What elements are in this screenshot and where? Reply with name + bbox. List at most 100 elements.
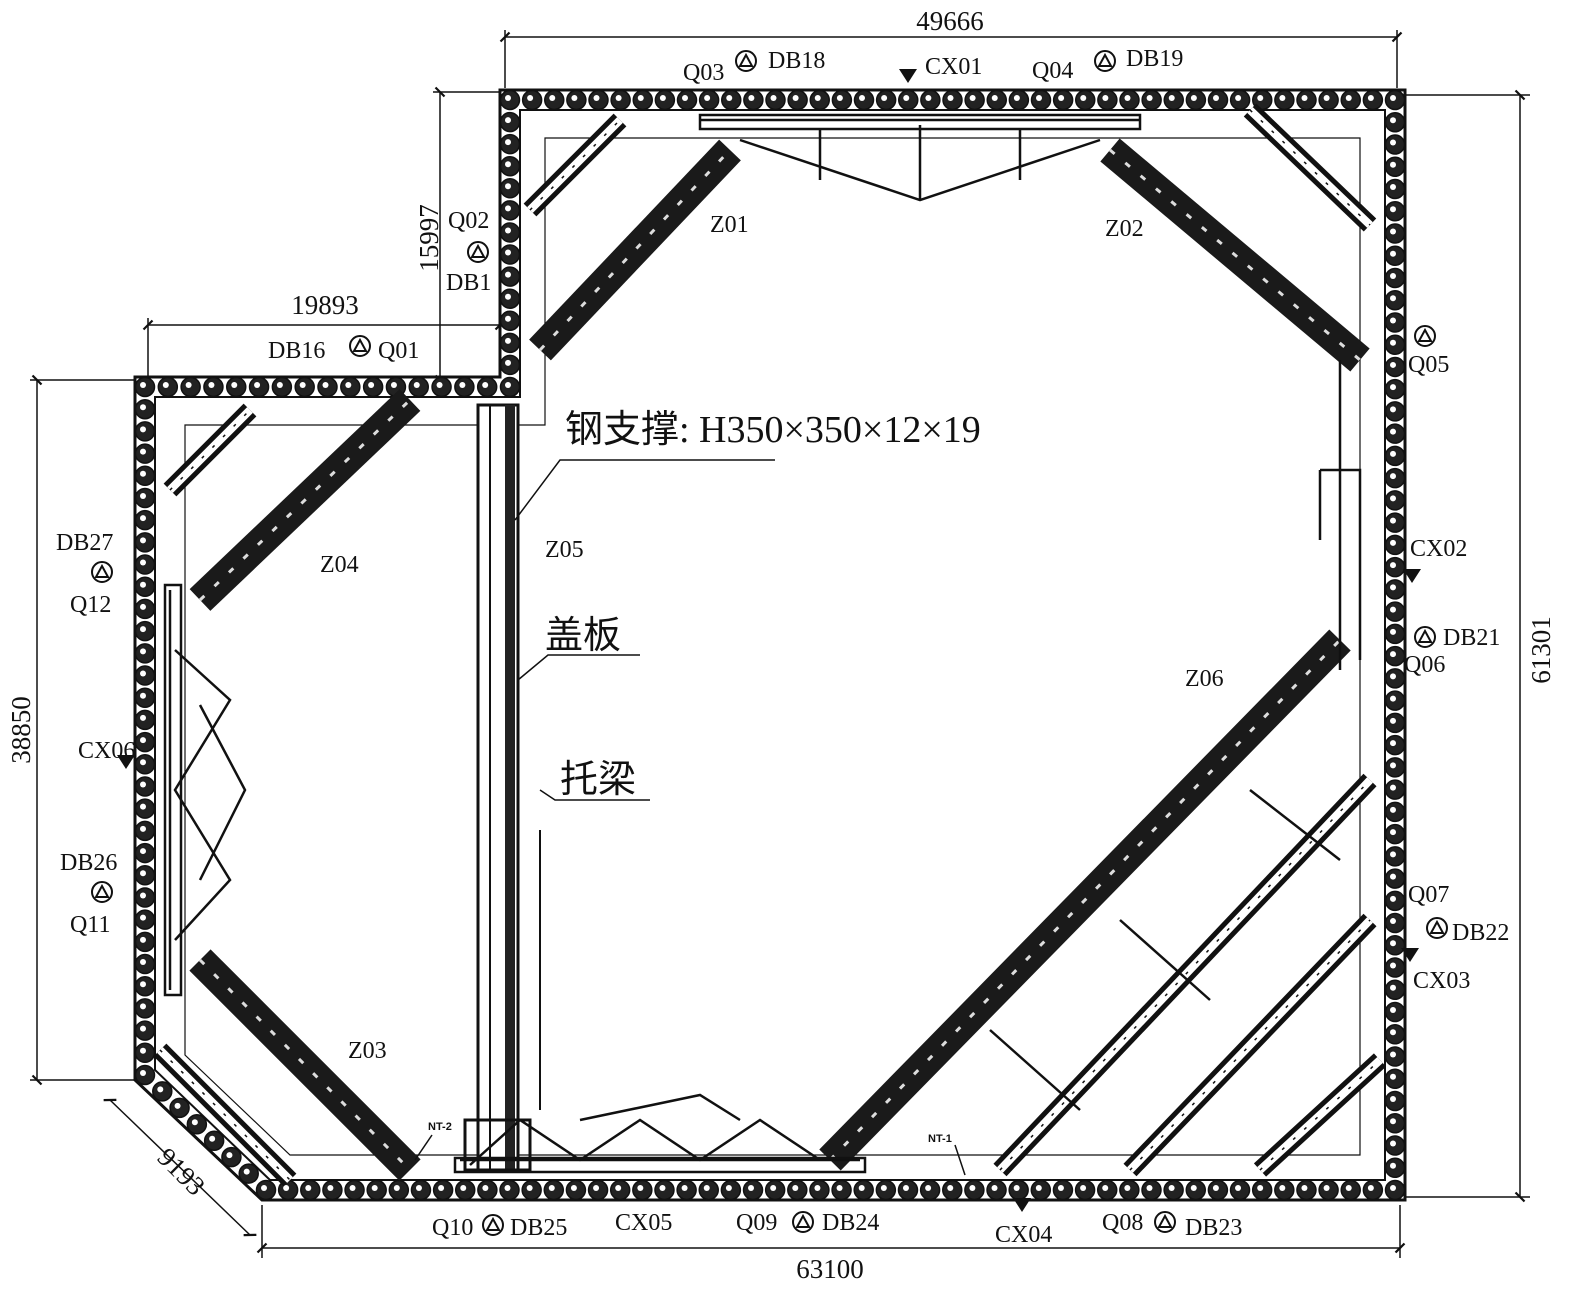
brace-stiffener	[198, 398, 412, 602]
pile-highlight	[1390, 117, 1396, 124]
point-label: CX05	[615, 1210, 672, 1236]
strut-label: Z01	[710, 212, 749, 238]
point-label: DB26	[60, 850, 117, 876]
pile-highlight	[902, 1185, 909, 1191]
pile-highlight	[140, 426, 146, 433]
callout-cover-plate: 盖板	[545, 615, 621, 657]
settlement-point-icon	[467, 241, 489, 263]
pile-highlight	[1035, 1185, 1042, 1191]
point-label: DB24	[822, 1210, 879, 1236]
pile-highlight	[243, 1168, 250, 1175]
pile-highlight	[1301, 1185, 1308, 1191]
pile-highlight	[505, 117, 511, 124]
strut-label: Z06	[1185, 666, 1224, 692]
pile-highlight	[1190, 1185, 1197, 1191]
dimension-step-width: 19893	[291, 290, 359, 320]
pile-highlight	[570, 1185, 577, 1191]
pile-highlight	[1390, 161, 1396, 168]
pile-highlight	[1257, 1185, 1264, 1191]
pile-highlight	[140, 1070, 146, 1076]
pile-highlight	[413, 382, 420, 388]
pile-highlight	[1390, 517, 1396, 524]
point-label: Q01	[378, 338, 419, 364]
callout-steel-strut: 钢支撑: H350×350×12×19	[565, 409, 981, 451]
point-label: Q02	[448, 208, 489, 234]
point-label: CX03	[1413, 968, 1470, 994]
pile-highlight	[505, 293, 511, 300]
point-label: Q06	[1404, 652, 1445, 678]
pile-highlight	[140, 692, 146, 699]
pile-highlight	[1390, 695, 1396, 702]
pile-highlight	[1390, 628, 1396, 635]
point-label: Q12	[70, 592, 111, 618]
pile-highlight	[615, 1185, 622, 1191]
strut-label: Z03	[348, 1038, 387, 1064]
point-label: DB18	[768, 48, 825, 74]
pile-highlight	[140, 626, 146, 633]
light-brace-inner	[1127, 917, 1373, 1173]
pile-highlight	[505, 382, 511, 388]
pile-highlight	[1390, 1118, 1396, 1125]
dimension-corner: 9193	[152, 1142, 211, 1201]
pile-highlight	[1390, 317, 1396, 324]
pile-highlight	[140, 981, 146, 988]
pile-highlight	[482, 382, 489, 388]
pile-highlight	[549, 95, 556, 101]
pile-highlight	[925, 1185, 932, 1191]
pile-highlight	[1390, 762, 1396, 769]
pile-highlight	[1390, 1162, 1396, 1169]
pile-highlight	[254, 382, 261, 388]
monitoring-labels: Q01 DB16 Q02 DB1 Q03 DB18 CX01 Q04 DB19 …	[56, 46, 1509, 1248]
strut-label: Z04	[320, 552, 359, 578]
light-brace-inner	[997, 777, 1373, 1173]
pile-highlight	[1323, 1185, 1330, 1191]
strut-label: Z05	[545, 537, 584, 563]
pile-highlight	[637, 95, 644, 101]
brace-stiffener	[1259, 1059, 1381, 1171]
pile-highlight	[770, 1185, 777, 1191]
settlement-point-icon	[349, 335, 371, 357]
point-label: Q08	[1102, 1210, 1143, 1236]
pile-highlight	[283, 1185, 290, 1191]
light-brace-inner	[167, 407, 253, 493]
pile-highlight	[814, 1185, 821, 1191]
point-label: DB1	[446, 270, 491, 296]
pile-highlight	[1390, 428, 1396, 435]
pile-highlight	[140, 581, 146, 588]
pile-highlight	[157, 1086, 164, 1093]
pile-highlight	[858, 1185, 865, 1191]
brace-stiffener	[538, 148, 732, 352]
pile-highlight	[1390, 717, 1396, 724]
pile-highlight	[368, 382, 375, 388]
settlement-point-icon	[792, 1211, 814, 1233]
dimension-top: 49666	[916, 6, 984, 36]
pile-highlight	[505, 337, 511, 344]
pile-highlight	[140, 470, 146, 477]
pile-highlight	[1390, 95, 1396, 101]
point-label: DB19	[1126, 46, 1183, 72]
pile-highlight	[505, 139, 511, 146]
pile-highlight	[947, 1185, 954, 1191]
settlement-point-icon	[91, 881, 113, 903]
point-label: DB22	[1452, 920, 1509, 946]
strut-label: Z02	[1105, 216, 1144, 242]
pile-highlight	[726, 95, 733, 101]
pile-highlight	[1390, 1185, 1396, 1191]
dimension-right: 61301	[1526, 616, 1556, 684]
pile-highlight	[1390, 806, 1396, 813]
pile-highlight	[1390, 940, 1396, 947]
pile-highlight	[393, 1185, 400, 1191]
pile-highlight	[140, 914, 146, 921]
brace-stiffener	[828, 638, 1342, 1162]
pile-highlight	[140, 603, 146, 610]
steel-braces	[153, 103, 1387, 1187]
heavy-brace	[189, 949, 421, 1181]
dimension-left: 38850	[6, 696, 36, 764]
pile-highlight	[748, 95, 755, 101]
point-label: Q10	[432, 1215, 473, 1241]
pile-highlight	[261, 1185, 267, 1191]
pile-highlight	[682, 95, 688, 101]
pile-highlight	[505, 249, 511, 256]
point-label: Q09	[736, 1210, 777, 1236]
